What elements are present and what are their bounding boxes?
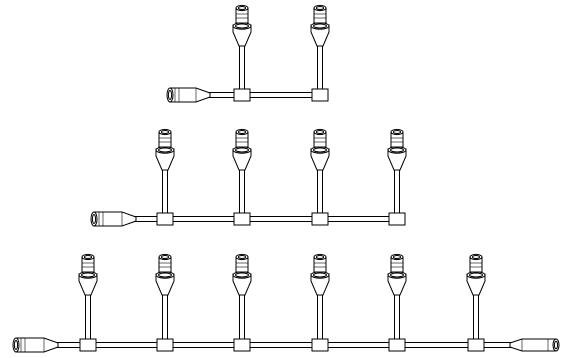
tee-junction (312, 339, 328, 351)
main-line-tube (50, 343, 520, 348)
luer-inlet-icon (167, 88, 210, 102)
tee-junction (234, 89, 250, 101)
tee-junction (157, 339, 173, 351)
branch-port (311, 5, 329, 89)
luer-outlet-icon (510, 339, 559, 351)
tee-junction (157, 213, 173, 225)
tee-junction (389, 339, 405, 351)
branch-port (388, 254, 406, 339)
branch-port (311, 129, 329, 213)
tee-junction (468, 339, 484, 351)
six-way-manifold (13, 254, 559, 352)
branch-port (233, 254, 251, 339)
two-way-manifold (167, 5, 329, 102)
branch-port (467, 254, 485, 339)
branch-port (311, 254, 329, 339)
four-way-manifold (91, 129, 406, 226)
tee-junction (234, 213, 250, 225)
branch-port (233, 129, 251, 213)
tee-junction (389, 213, 405, 225)
branch-port (79, 254, 97, 339)
tee-junction (312, 89, 328, 101)
branch-port (156, 129, 174, 213)
tee-junction (80, 339, 96, 351)
branch-port (233, 5, 251, 89)
tee-junction (234, 339, 250, 351)
luer-inlet-icon (91, 212, 136, 226)
branch-port (388, 129, 406, 213)
tee-junction (312, 213, 328, 225)
branch-port (156, 254, 174, 339)
main-line-tube (205, 93, 320, 98)
luer-inlet-icon (13, 338, 58, 352)
